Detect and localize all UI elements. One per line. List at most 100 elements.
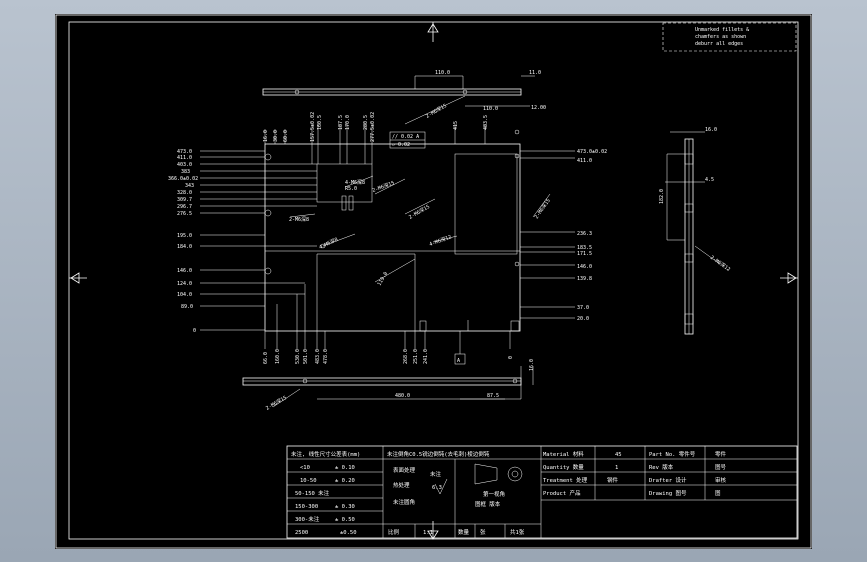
right-value: 零件 xyxy=(715,450,727,458)
dim-top: 160.5 xyxy=(317,115,323,130)
centering-marks xyxy=(69,22,798,540)
tol-value: ± 0.30 xyxy=(335,504,355,510)
center-row: 热处理 xyxy=(393,481,410,489)
main-view xyxy=(200,124,575,365)
oblique-dim: 119.0 xyxy=(377,271,390,287)
dim-right: 37.0 xyxy=(577,305,589,311)
dim-right: 139.8 xyxy=(577,276,592,282)
dim-right: 171.5 xyxy=(577,251,592,257)
side-note: 2-M6深12 xyxy=(709,254,732,273)
right-value: 审核 xyxy=(715,476,727,484)
dim-left: 473.0 xyxy=(177,149,192,155)
info-label: Material 材料 xyxy=(543,450,584,458)
dim-top: 415 xyxy=(453,121,459,130)
info-value: 45 xyxy=(615,452,622,458)
inner-frame xyxy=(68,21,799,540)
dim-right: 236.3 xyxy=(577,231,592,237)
tolerance-header: 未注, 线性尺寸公差表(mm) xyxy=(291,450,360,458)
dim-left: 146.0 xyxy=(177,268,192,274)
corner-note-line-2: chamfers as shown xyxy=(695,34,746,40)
dim-left: 403.0 xyxy=(177,162,192,168)
side-dim-height: 182.0 xyxy=(659,189,665,204)
center-row: 表面处理 xyxy=(393,466,416,474)
top-note: 2-M6深15 xyxy=(425,102,448,120)
dim-top: 157.5±0.02 xyxy=(310,112,316,142)
tol-value: ±0.50 xyxy=(340,530,357,536)
right-label: Rev 版本 xyxy=(649,463,674,471)
dim-top: 187.5 xyxy=(338,115,344,130)
dim-bottom: 241.0 xyxy=(423,349,429,364)
main-note: 2-M6深15 xyxy=(371,179,395,193)
scale-label: 比例 xyxy=(388,528,400,536)
side-view xyxy=(665,131,721,335)
dim-bottom: 501.0 xyxy=(303,349,309,364)
datum-label: A xyxy=(457,358,460,364)
dim-left: 328.0 xyxy=(177,190,192,196)
info-label: Product 产品 xyxy=(543,489,581,497)
surface-note: 未注 xyxy=(430,470,442,478)
bottom-view xyxy=(242,366,534,408)
dim-right: 20.0 xyxy=(577,316,589,322)
dim-left: 296.7 xyxy=(177,204,192,210)
top-view xyxy=(262,75,535,125)
right-label: Drawing 图号 xyxy=(649,489,687,497)
tol-value: ± 0.50 xyxy=(335,517,355,523)
roughness-value: 6.3 xyxy=(432,485,442,491)
dim-left: 383 xyxy=(181,169,190,175)
bottom-dim-length: 480.0 xyxy=(395,393,410,399)
dim-bottom: 478.0 xyxy=(323,349,329,364)
main-top-dims: 16.0 30.0 60.0 157.5±0.02 160.5 187.5 17… xyxy=(263,112,489,142)
drawing-sheet: Unmarked fillets & chamfers as shown deb… xyxy=(55,14,812,549)
title-block xyxy=(286,445,798,539)
tol-range: 300-未注 xyxy=(295,515,320,523)
dim-bottom: 66.0 xyxy=(263,352,269,364)
info-label: Treatment 处理 xyxy=(543,476,588,484)
right-label: Part No. 零件号 xyxy=(649,450,696,458)
right-value: 图 xyxy=(715,489,721,497)
top-dim-center: 110.0 xyxy=(483,106,498,112)
sheet-label: 张 xyxy=(480,528,486,536)
quantity-label: 数量 xyxy=(458,528,470,536)
dim-left: 104.0 xyxy=(177,292,192,298)
right-value: 图号 xyxy=(715,463,727,471)
center-header: 未注倒角C0.5锐边倒钝(去毛刺)棱边倒钝 xyxy=(387,450,490,458)
projection-label: 第一视角 xyxy=(483,490,505,498)
main-note: 2-M6深15 xyxy=(533,197,552,220)
dim-right: 411.0 xyxy=(577,158,592,164)
top-dim-right: 12.00 xyxy=(531,105,546,111)
top-dim-end: 11.0 xyxy=(529,70,541,76)
dim-left: 89.0 xyxy=(181,304,193,310)
cad-drawing: Unmarked fillets & chamfers as shown deb… xyxy=(55,14,812,549)
tol-range: 150-300 xyxy=(295,504,318,510)
dim-right: 473.0±0.02 xyxy=(577,149,607,155)
tol-range: 10-50 xyxy=(300,478,317,484)
info-value: 钢件 xyxy=(607,476,619,484)
dim-bottom: 530.0 xyxy=(295,349,301,364)
dim-bottom: 483.0 xyxy=(315,349,321,364)
dim-left: 184.0 xyxy=(177,244,192,250)
main-right-dims: 473.0±0.02 411.0 236.3 183.5 171.5 146.0… xyxy=(577,149,607,322)
sheet-total: 共1张 xyxy=(510,528,525,536)
dim-bottom: 251.0 xyxy=(413,349,419,364)
tol-range: <10 xyxy=(300,465,310,471)
corner-note-line-1: Unmarked fillets & xyxy=(695,27,749,33)
tol-value: ± 0.20 xyxy=(335,478,355,484)
main-left-dims: 473.0 411.0 403.0 383 366.0±0.02 343 328… xyxy=(168,149,198,334)
main-note: 4-M6深8 xyxy=(345,179,365,186)
main-note: 2-M6深15 xyxy=(408,203,431,221)
dim-top: 30.0 xyxy=(273,130,279,142)
gdt-parallel: // 0.02 A xyxy=(392,134,419,140)
gdt-flatness: ▱ 0.02 xyxy=(392,142,410,148)
main-bottom-dims: 66.0 160.0 530.0 501.0 483.0 478.0 268.0… xyxy=(263,349,514,364)
dim-left: 276.5 xyxy=(177,211,192,217)
corner-note-line-3: deburr all edges xyxy=(695,41,743,47)
main-note: 2-M6深8 xyxy=(289,216,309,223)
tol-range: 50-150 未注 xyxy=(295,489,330,497)
dim-top: 280.5 xyxy=(363,115,369,130)
dim-bottom: 160.0 xyxy=(275,349,281,364)
main-note: 4-M6深8 xyxy=(318,236,339,251)
bottom-dim-height: 16.0 xyxy=(529,359,535,371)
side-dim-top: 16.0 xyxy=(705,127,717,133)
dim-top: 170.0 xyxy=(345,115,351,130)
projection-sub: 图框 版本 xyxy=(475,500,501,508)
